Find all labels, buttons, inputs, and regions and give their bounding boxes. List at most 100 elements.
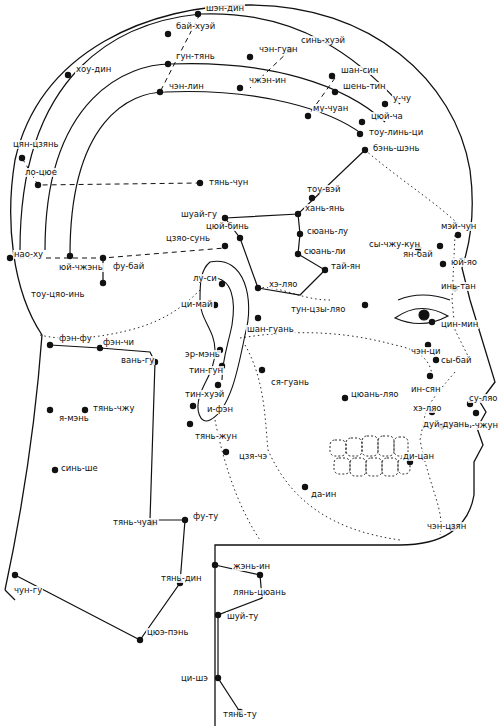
point-name: тянь-чуан — [112, 518, 159, 527]
point-name: гун-тянь — [175, 52, 216, 61]
point-name: цян-цзянь — [12, 140, 60, 149]
acupoint-dot — [182, 517, 188, 523]
acupoint-dot — [429, 319, 435, 325]
point-name: тянь-чун — [208, 178, 249, 187]
acupoint-dot — [455, 232, 461, 238]
acupoint-dot — [473, 410, 479, 416]
acupoint-dot — [215, 675, 221, 681]
point-name: бай-хуэй — [175, 22, 216, 31]
acupoint-dot — [247, 54, 253, 60]
point-name: чун-гу — [13, 586, 43, 595]
point-name: я-мэнь — [58, 414, 90, 423]
point-name: цюань-ляо — [350, 390, 400, 399]
hairline-boundary — [365, 150, 462, 228]
acupoint-dot — [223, 449, 229, 455]
tooth — [350, 458, 366, 476]
point-name: сы-чжу-кун — [368, 240, 421, 249]
point-name: цюэ-пэнь — [146, 628, 189, 637]
jaw-boundary — [245, 345, 400, 540]
point-name: лянь-цюань — [232, 588, 287, 597]
meridian-line — [15, 345, 185, 640]
acupoint-dot — [440, 261, 446, 267]
point-name: нао-ху — [13, 250, 44, 259]
point-name: тянь-чжу — [92, 404, 135, 413]
point-name: у-чу — [392, 94, 412, 103]
point-name: чжэн-ин — [248, 76, 287, 85]
point-name: бэнь-шэнь — [372, 144, 421, 153]
point-name: фэн-чи — [102, 338, 135, 347]
acupoint-dot — [190, 403, 196, 409]
point-name: сюань-ли — [303, 247, 347, 256]
acupoint-dot — [137, 637, 143, 643]
acupoint-dot — [295, 211, 301, 217]
point-name: чэн-цзян — [426, 522, 467, 531]
point-name: лу-си — [192, 274, 218, 283]
point-name: тоу-линь-ци — [368, 128, 424, 137]
acupoint-dot — [197, 180, 203, 186]
point-name: ло-цюе — [24, 168, 58, 177]
tooth — [366, 458, 382, 476]
meridian-line — [70, 92, 362, 255]
meridian-line — [45, 64, 385, 250]
point-name: тун-цзы-ляо — [290, 305, 346, 314]
head-outline — [5, 5, 495, 726]
acupoint-dot — [35, 182, 41, 188]
point-name: цзя-чэ — [238, 452, 268, 461]
acupoint-dot — [222, 215, 228, 221]
point-name: дуй-дуань — [422, 420, 470, 429]
acupoint-dot — [257, 572, 263, 578]
point-name: тянь-дин — [160, 574, 203, 583]
point-name: цюй-ча — [370, 112, 404, 121]
point-name: шэн-дин — [205, 4, 245, 13]
acupoint-dot — [100, 280, 106, 286]
point-name: ин-сян — [410, 385, 442, 394]
point-name: тин-хуэй — [184, 390, 225, 399]
tooth — [334, 458, 350, 474]
acupoint-dot — [195, 11, 201, 17]
point-name: жэнь-ин — [232, 562, 271, 571]
acupoint-dot — [357, 131, 363, 137]
point-name: вань-гу — [120, 356, 155, 365]
acupoint-dot — [322, 267, 328, 273]
acupoint-dot — [295, 251, 301, 257]
acupoint-dot — [47, 342, 53, 348]
acupoint-dot — [65, 72, 71, 78]
point-name: чэн-лин — [168, 82, 205, 91]
point-name: шан-гуань — [246, 325, 295, 334]
acupoint-dot — [222, 243, 228, 249]
point-name: юй-яо — [450, 258, 478, 267]
acupoint-dot — [302, 484, 308, 490]
acupoint-dot — [67, 253, 73, 259]
point-name: фэн-фу — [58, 334, 93, 343]
guide-line — [10, 248, 225, 258]
acupoint-dot — [215, 612, 221, 618]
acupoint-dot — [165, 31, 171, 37]
acupoint-dot — [47, 407, 53, 413]
point-name: да-ин — [310, 490, 337, 499]
acupoint-dot — [427, 373, 433, 379]
point-name: шан-син — [340, 66, 379, 75]
point-name: цин-мин — [440, 320, 479, 329]
point-name: шуй-ту — [226, 612, 259, 621]
ear-inner — [213, 278, 233, 380]
point-name: синь-хуэй — [300, 36, 346, 45]
acupoint-dot — [362, 302, 368, 308]
point-name: тянь-жун — [194, 432, 238, 441]
acupoint-dot — [255, 315, 261, 321]
point-name: юй-чжэнь — [58, 263, 104, 272]
point-name: шуай-гу — [180, 210, 218, 219]
meridian-line — [20, 14, 400, 250]
point-name: хоу-дин — [75, 65, 112, 74]
acupoint-dot — [362, 147, 368, 153]
point-name: тянь-ту — [222, 710, 258, 719]
acupoint-dot — [382, 101, 388, 107]
point-name: цюй-бинь — [205, 222, 250, 231]
region-boundaries — [40, 150, 470, 540]
point-name: ди-цан — [402, 452, 435, 461]
tooth — [362, 436, 378, 456]
acupoint-dot — [259, 367, 265, 373]
point-name: инь-тан — [440, 282, 477, 291]
cheek-boundary — [240, 333, 432, 375]
